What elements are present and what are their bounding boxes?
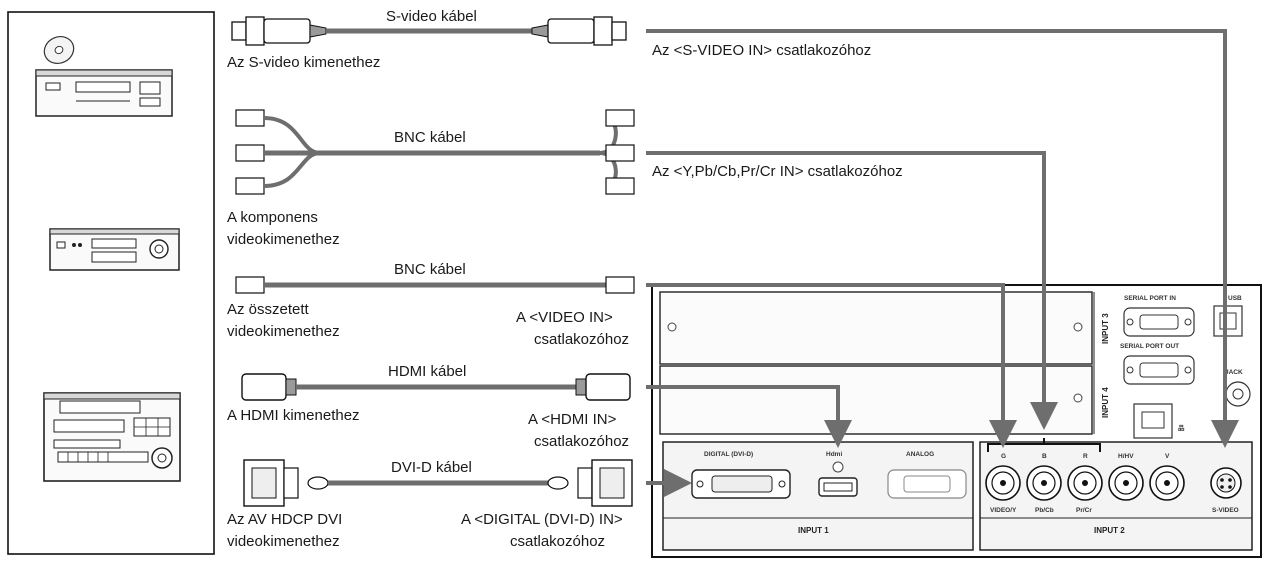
bnc-port-b: B bbox=[1026, 453, 1062, 501]
hdmi-cable bbox=[241, 373, 631, 401]
bnc-composite-cable bbox=[235, 276, 635, 294]
route-composite bbox=[646, 283, 1017, 448]
bnc-port-r: R bbox=[1067, 453, 1103, 501]
target-video-label-2: csatlakozóhoz bbox=[534, 331, 629, 348]
source-component-label-1: A komponens bbox=[227, 209, 318, 226]
input2-label: INPUT 2 bbox=[1094, 526, 1125, 535]
target-svideo-label: Az <S-VIDEO IN> csatlakozóhoz bbox=[652, 42, 871, 59]
svg-text:V: V bbox=[1165, 453, 1170, 460]
route-hdmi bbox=[646, 385, 852, 448]
usb-label: USB bbox=[1228, 295, 1242, 302]
source-hdmi-label: A HDMI kimenethez bbox=[227, 407, 360, 424]
hdmi-cable-label: HDMI kábel bbox=[388, 363, 466, 380]
port-label-svideo: S-VIDEO bbox=[1212, 507, 1239, 514]
bnc-cable-label-2: BNC kábel bbox=[394, 261, 466, 278]
port-label-prcr: Pr/Cr bbox=[1076, 507, 1092, 514]
hdmi-logo-label: Hdmi bbox=[826, 451, 842, 458]
source-dvi-label-1: Az AV HDCP DVI bbox=[227, 511, 342, 528]
source-component-label-2: videokimenethez bbox=[227, 231, 340, 248]
jack-label: JACK bbox=[1225, 369, 1243, 376]
source-dvi-label-2: videokimenethez bbox=[227, 533, 340, 550]
input4-label: INPUT 4 bbox=[1101, 387, 1110, 418]
svideo-cable bbox=[231, 16, 627, 46]
source-composite-label-1: Az összetett bbox=[227, 301, 310, 318]
route-component bbox=[646, 151, 1058, 430]
svg-text:B: B bbox=[1042, 453, 1047, 460]
projector-terminal-panel: INPUT 3 INPUT 4 SERIAL PORT IN SERIAL PO… bbox=[651, 284, 1262, 558]
svideo-cable-label: S-video kábel bbox=[386, 8, 477, 25]
bnc-port-g: G bbox=[985, 453, 1021, 501]
port-label-pbcb: Pb/Cb bbox=[1035, 507, 1054, 514]
svg-text:G: G bbox=[1001, 453, 1006, 460]
svideo-port bbox=[1210, 467, 1242, 499]
bnc-port-v: V bbox=[1149, 453, 1185, 501]
target-hdmi-label-1: A <HDMI IN> bbox=[528, 411, 617, 428]
professional-vtr-icon bbox=[43, 392, 181, 482]
serial-out-label: SERIAL PORT OUT bbox=[1120, 343, 1179, 350]
analog-label: ANALOG bbox=[906, 451, 934, 458]
input3-label: INPUT 3 bbox=[1101, 313, 1110, 344]
target-dvi-label-1: A <DIGITAL (DVI-D) IN> bbox=[461, 511, 623, 528]
serial-in-label: SERIAL PORT IN bbox=[1124, 295, 1176, 302]
digital-dvid-label: DIGITAL (DVI-D) bbox=[704, 451, 753, 458]
route-svideo bbox=[646, 29, 1239, 448]
target-ypbpr-label: Az <Y,Pb/Cb,Pr/Cr IN> csatlakozóhoz bbox=[652, 163, 903, 180]
bnc-port-hhv: H/HV bbox=[1108, 453, 1144, 501]
source-svideo-label: Az S-video kimenethez bbox=[227, 54, 380, 71]
bnc-cable-label-1: BNC kábel bbox=[394, 129, 466, 146]
input1-label: INPUT 1 bbox=[798, 526, 829, 535]
target-dvi-label-2: csatlakozóhoz bbox=[510, 533, 605, 550]
dvi-cable bbox=[243, 459, 633, 507]
svg-text:品: 品 bbox=[1178, 423, 1185, 432]
dvi-cable-label: DVI-D kábel bbox=[391, 459, 472, 476]
svg-text:H/HV: H/HV bbox=[1118, 453, 1134, 460]
target-video-label-1: A <VIDEO IN> bbox=[516, 309, 613, 326]
routing-lines bbox=[646, 29, 1239, 497]
svg-text:R: R bbox=[1083, 453, 1088, 460]
port-label-videoy: VIDEO/Y bbox=[990, 507, 1017, 514]
bnc-component-cable bbox=[235, 109, 635, 195]
source-composite-label-2: videokimenethez bbox=[227, 323, 340, 340]
video-recorder-icon bbox=[49, 228, 180, 271]
target-hdmi-label-2: csatlakozóhoz bbox=[534, 433, 629, 450]
dvd-player-icon bbox=[35, 36, 173, 117]
